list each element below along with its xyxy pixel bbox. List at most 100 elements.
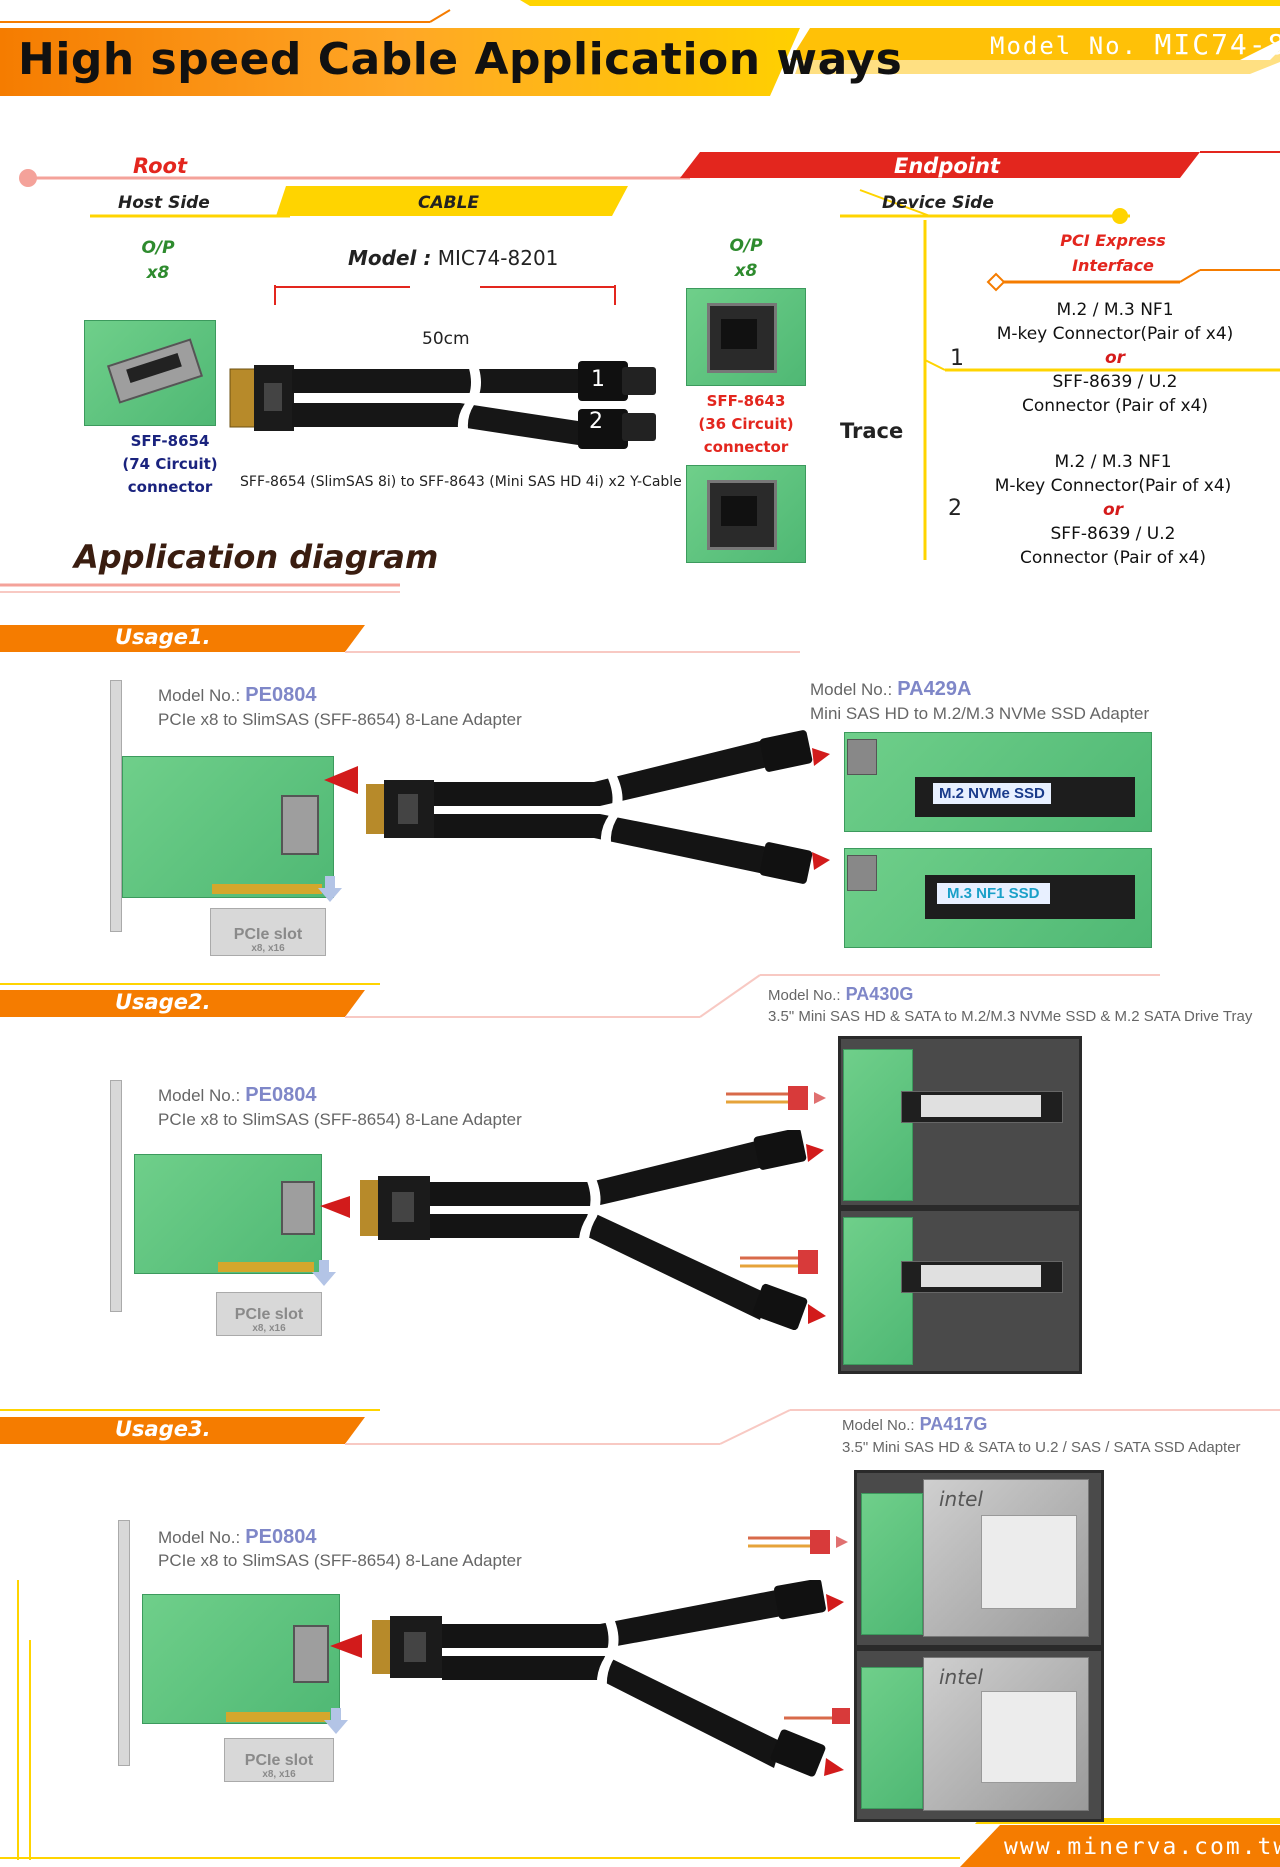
- usage1-slot-arrow: [318, 876, 342, 902]
- sff8654-connector-photo: [84, 320, 216, 426]
- usage3-host-model: Model No.: PE0804: [158, 1526, 316, 1549]
- cable-label: CABLE: [418, 193, 480, 213]
- usage3-slot-label: PCIe slot: [244, 1752, 314, 1769]
- usage1-host-model-value: PE0804: [245, 684, 317, 706]
- y-cable-drawing: [229, 355, 656, 455]
- pcb-connector: [281, 1181, 315, 1235]
- usage3-slot-arrow: [324, 1708, 348, 1734]
- usage2-slot-sub: x8, x16: [252, 1323, 286, 1334]
- tray-ssd-label: [921, 1095, 1041, 1117]
- usage3-dev-model-value: PA417G: [919, 1414, 988, 1434]
- usage3-host-model-label: Model No.:: [158, 1528, 241, 1547]
- port-1-label: 1: [591, 367, 605, 392]
- usage1-pa429a-board-2: M.3 NF1 SSD: [844, 848, 1152, 948]
- usage1-host-desc: PCIe x8 to SlimSAS (SFF-8654) 8-Lane Ada…: [158, 710, 522, 729]
- cable-head-2-tip: [622, 413, 656, 441]
- usage3-pa417g-drive-1: intel: [854, 1470, 1104, 1648]
- trace-label: Trace: [840, 419, 904, 443]
- device-side-label: Device Side: [882, 193, 994, 213]
- usage2-slot-arrow: [312, 1260, 336, 1286]
- top-section-lines: [0, 151, 1280, 593]
- usage2-pcie-fingers: [218, 1262, 314, 1272]
- board-port: [847, 739, 877, 775]
- header-model: Model No. MIC74-8201: [990, 28, 1280, 61]
- sff8643-line1: SFF-8643: [706, 392, 786, 410]
- sff8643-line3: connector: [703, 438, 789, 456]
- tray-ssd-label: [921, 1265, 1041, 1287]
- usage2-pa430g-tray-2: [838, 1208, 1082, 1374]
- cable-model-label: Model :: [348, 246, 432, 270]
- op-right-line2: x8: [734, 261, 758, 281]
- usage1-dev-model-value: PA429A: [897, 678, 972, 700]
- cable-upper-leg: [292, 369, 578, 393]
- usage2-pcie-slot: PCIe slot x8, x16: [216, 1292, 322, 1336]
- ep2-or: or: [1102, 500, 1124, 520]
- pcb-connector: [281, 795, 319, 855]
- usage2-device-desc: 3.5" Mini SAS HD & SATA to M.2/M.3 NVMe …: [768, 1008, 1253, 1025]
- footer-url[interactable]: www.minerva.com.tw: [1004, 1834, 1280, 1860]
- sff8654-label: SFF-8654 (74 Circuit) connector: [110, 430, 230, 499]
- usage2-title: Usage2.: [115, 990, 211, 1014]
- usage2-pa430g-tray-1: [838, 1036, 1082, 1208]
- application-diagram-title: Application diagram: [74, 538, 439, 576]
- endpoint-2-number: 2: [948, 496, 962, 521]
- endpoint-1-text: M.2 / M.3 NF1 M-key Connector(Pair of x4…: [980, 298, 1250, 418]
- cable-length: 50cm: [422, 329, 470, 349]
- usage2-y-cable: [320, 1130, 826, 1330]
- drive-pcb: [861, 1667, 923, 1809]
- usage2-pe0804-card: [134, 1154, 322, 1274]
- ep1-line4: SFF-8639 / U.2: [1052, 372, 1178, 392]
- usage2-host-model-value: PE0804: [245, 1084, 317, 1106]
- connector-port: [721, 319, 757, 349]
- cable-model: Model : MIC74-8201: [348, 246, 558, 270]
- pcb-connector: [293, 1625, 329, 1683]
- cable-head-1: [578, 361, 628, 401]
- header-banner: [0, 0, 1280, 96]
- sff8654-line3: connector: [127, 478, 213, 496]
- ssd-label: [981, 1515, 1077, 1609]
- usage2-sata-cables: [726, 1086, 826, 1274]
- op-left: O/P x8: [130, 236, 186, 286]
- usage3-pa417g-drive-2: intel: [854, 1648, 1104, 1822]
- usage3-host-desc: PCIe x8 to SlimSAS (SFF-8654) 8-Lane Ada…: [158, 1551, 522, 1570]
- usage1-slot-label: PCIe slot: [233, 926, 303, 943]
- usage3-dev-model-label: Model No.:: [842, 1417, 915, 1434]
- sff8643-connector-photo-1: [686, 288, 806, 386]
- port-2-label: 2: [589, 409, 603, 434]
- usage2-dev-model-label: Model No.:: [768, 987, 841, 1004]
- usage3-slot-sub: x8, x16: [262, 1769, 296, 1780]
- usage1-device-desc: Mini SAS HD to M.2/M.3 NVMe SSD Adapter: [810, 704, 1150, 723]
- usage3-device-model: Model No.: PA417G: [842, 1414, 987, 1435]
- usage2-host-model: Model No.: PE0804: [158, 1084, 316, 1107]
- endpoint-2-text: M.2 / M.3 NF1 M-key Connector(Pair of x4…: [978, 450, 1248, 570]
- board-port: [847, 855, 877, 891]
- usage2-host-desc: PCIe x8 to SlimSAS (SFF-8654) 8-Lane Ada…: [158, 1110, 522, 1129]
- root-label: Root: [133, 154, 188, 178]
- cable-head-2: [578, 409, 628, 449]
- usage2-device-model: Model No.: PA430G: [768, 984, 913, 1005]
- pci-line2: Interface: [1072, 256, 1154, 275]
- header-model-prefix: Model No.: [990, 32, 1139, 60]
- cable-model-value: MIC74-8201: [437, 246, 559, 270]
- sff8654-line2: (74 Circuit): [122, 455, 218, 473]
- sff8643-line2: (36 Circuit): [698, 415, 794, 433]
- usage3-drive-brand-2: intel: [939, 1665, 983, 1689]
- usage2-dev-model-value: PA430G: [845, 984, 914, 1004]
- usage3-device-desc: 3.5" Mini SAS HD & SATA to U.2 / SAS / S…: [842, 1439, 1241, 1456]
- usage3-pe0804-card: [142, 1594, 340, 1724]
- cable-break: [457, 355, 481, 455]
- endpoint-1-number: 1: [950, 346, 964, 371]
- endpoint-label: Endpoint: [894, 154, 1000, 178]
- op-right: O/P x8: [718, 234, 774, 284]
- usage2-host-model-label: Model No.:: [158, 1086, 241, 1105]
- usage1-host-model-label: Model No.:: [158, 686, 241, 705]
- ep2-line5: Connector (Pair of x4): [1019, 548, 1207, 568]
- sff8654-line1: SFF-8654: [130, 432, 210, 450]
- tray-pcb: [843, 1049, 913, 1201]
- ep1-or: or: [1104, 348, 1126, 368]
- usage1-ssd2-label: M.3 NF1 SSD: [937, 883, 1050, 904]
- op-left-line2: x8: [146, 263, 170, 283]
- usage3-drive-brand-1: intel: [939, 1487, 983, 1511]
- ep1-line2: M-key Connector(Pair of x4): [996, 324, 1234, 344]
